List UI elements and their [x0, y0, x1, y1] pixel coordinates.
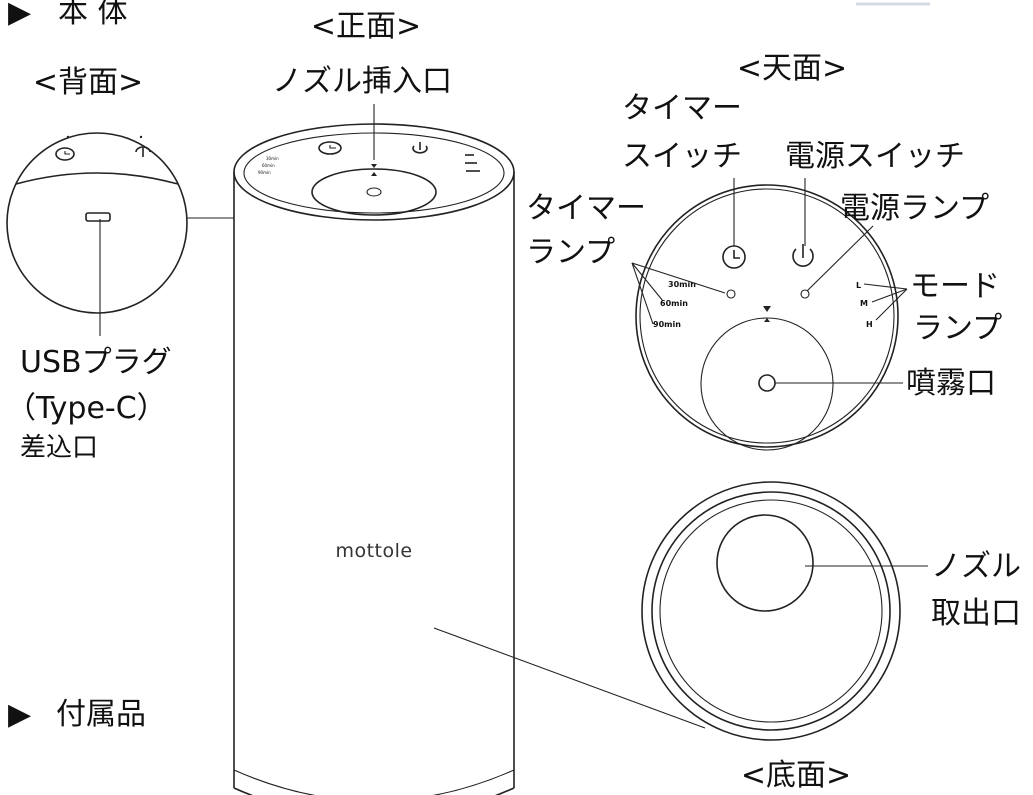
label-mist-outlet: 噴霧口 [906, 366, 996, 401]
power-icon [135, 146, 151, 157]
top-view-inner-ring [639, 188, 895, 444]
label-timer-lamp-2: ランプ [526, 235, 615, 270]
label-usb-type: （Type-C） [6, 391, 167, 426]
timer-lamp-leader [631, 262, 664, 302]
cylinder-top [233, 123, 515, 221]
bottom-view-inner-ring [659, 499, 883, 723]
front-view: ノズル挿入口 30min 60min 90min mottole [233, 64, 706, 795]
power-switch-icon [792, 244, 814, 267]
timer-lamp-leader [631, 262, 726, 294]
bottom-view-ring [651, 491, 891, 731]
mode-lamp-H: H [866, 320, 873, 329]
back-dot [139, 135, 143, 139]
label-timer-lamp-1: タイマー [526, 191, 646, 226]
label-nozzle-outlet-1: ノズル [931, 549, 1021, 584]
front-mist-hole [366, 187, 382, 197]
mode-lamp-M: M [860, 299, 868, 308]
front-power-icon [412, 142, 428, 154]
mode-lamp-L: L [856, 281, 861, 290]
top-view-outer-circle [635, 184, 899, 448]
label-usb-port: 差込口 [20, 433, 98, 463]
timer-lamp-60: 60min [660, 299, 688, 308]
front-mist-dial [311, 168, 437, 216]
mode-lamp-leader [875, 288, 908, 321]
timer-lamp-leader [631, 262, 654, 325]
label-mode-lamp-1: モード [910, 269, 1000, 304]
top-arrow-down-icon [763, 306, 771, 312]
back-view-circle [6, 132, 188, 314]
view-title-back: <背面> [33, 65, 143, 100]
bottom-view-leader [433, 627, 706, 729]
section-accessories-label: 付属品 [56, 697, 146, 732]
front-arrow-down-icon [371, 164, 377, 168]
front-timer-icon [318, 141, 342, 155]
power-lamp [800, 289, 810, 299]
top-mist-outlet [758, 374, 776, 392]
label-timer-switch-2: スイッチ [622, 139, 742, 174]
cylinder-bottom-band [233, 769, 515, 795]
label-mode-lamp-2: ランプ [913, 311, 1002, 346]
view-title-front: <正面> [311, 9, 421, 44]
back-view [6, 132, 234, 336]
front-timer-label: 60min [262, 163, 275, 168]
view-title-bottom: <底面> [741, 758, 851, 793]
front-arrow-up-icon [371, 172, 377, 176]
section-marker-icon: ▶ [8, 0, 31, 30]
label-power-switch: 電源スイッチ [785, 139, 965, 174]
section-main-unit-heading: ▶ 本 体 [8, 0, 128, 30]
nozzle-outlet-hole [716, 514, 814, 612]
back-view-rim [15, 172, 179, 185]
mode-lamp-leader [863, 283, 908, 290]
top-arrow-up-icon [764, 318, 770, 322]
back-dot [66, 135, 70, 139]
label-nozzle-outlet-2: 取出口 [931, 596, 1021, 631]
bottom-view [641, 481, 928, 741]
brand-logo: mottole [335, 540, 412, 562]
label-power-lamp: 電源ランプ [840, 191, 989, 226]
label-timer-switch-1: タイマー [622, 91, 742, 126]
timer-icon [55, 147, 75, 161]
label-usb-plug: USBプラグ [20, 345, 172, 380]
top-view: 30min 60min 90min L M H [631, 178, 908, 451]
mode-lamp-leader [871, 288, 908, 303]
bottom-view-outer-circle [641, 481, 901, 741]
timer-lamp-90: 90min [653, 320, 681, 329]
power-lamp-leader [806, 225, 874, 292]
label-nozzle-insert-port: ノズル挿入口 [272, 64, 452, 99]
timer-lamp-30: 30min [668, 280, 696, 289]
usb-c-port [85, 212, 111, 222]
view-title-top: <天面> [737, 51, 847, 86]
timer-lamp [726, 289, 736, 299]
section-main-unit-label: 本 体 [58, 0, 128, 30]
front-timer-label: 30min [266, 156, 279, 161]
section-accessories-heading: ▶ 付属品 [8, 697, 146, 732]
front-timer-label: 90min [258, 170, 271, 175]
cylinder-bottom [233, 787, 515, 795]
section-marker-icon: ▶ [8, 697, 31, 732]
timer-switch-icon [722, 245, 746, 269]
top-mist-dial [700, 317, 834, 451]
cylinder-top-inner [243, 132, 505, 214]
